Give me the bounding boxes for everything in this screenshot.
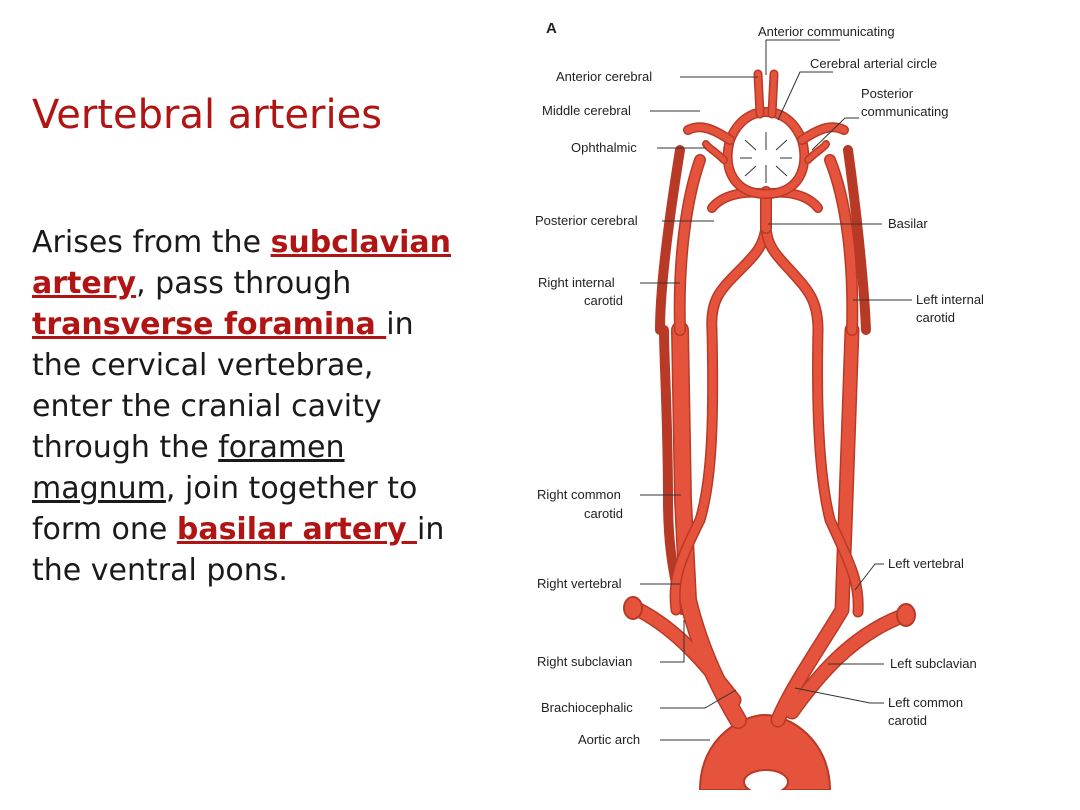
aortic-arch (698, 713, 832, 790)
label-brachiocephalic: Brachiocephalic (541, 700, 633, 715)
label-right-common-carotid-2: carotid (584, 506, 623, 521)
leader-lines (640, 39, 912, 741)
basilar-artery-link[interactable]: basilar artery (176, 512, 417, 547)
label-left-common-carotid-2: carotid (888, 713, 927, 728)
label-posterior-communicating-1: Posterior (861, 86, 914, 101)
label-left-vertebral: Left vertebral (888, 556, 964, 571)
label-right-internal-carotid-2: carotid (584, 293, 623, 308)
body-text-part: , join together to form one (32, 471, 418, 547)
label-right-vertebral: Right vertebral (537, 576, 622, 591)
slide-body-text: Arises from the subclavian artery, pass … (32, 222, 452, 591)
label-right-common-carotid-1: Right common (537, 487, 621, 502)
artery-paths (623, 69, 916, 729)
label-anterior-cerebral: Anterior cerebral (556, 69, 652, 84)
body-text-part: Arises from the (32, 225, 271, 260)
label-cerebral-arterial-circle: Cerebral arterial circle (810, 56, 937, 71)
slide-title: Vertebral arteries (32, 92, 383, 138)
label-left-internal-carotid-1: Left internal (916, 292, 984, 307)
body-text-part: , pass through (136, 266, 352, 301)
label-middle-cerebral: Middle cerebral (542, 103, 631, 118)
label-left-subclavian: Left subclavian (890, 656, 977, 671)
label-anterior-communicating: Anterior communicating (758, 24, 895, 39)
label-ophthalmic: Ophthalmic (571, 140, 637, 155)
subclavian-artery-link[interactable]: subclavian artery (32, 225, 452, 301)
body-text-part: in the ventral pons. (32, 512, 445, 588)
panel-letter: A (546, 20, 557, 37)
label-posterior-communicating-2: communicating (861, 104, 948, 119)
label-left-internal-carotid-2: carotid (916, 310, 955, 325)
label-right-internal-carotid-1: Right internal (538, 275, 615, 290)
aortic-arch-lumen (743, 769, 789, 790)
label-aortic-arch: Aortic arch (578, 732, 640, 747)
label-posterior-cerebral: Posterior cerebral (535, 213, 638, 228)
label-left-common-carotid-1: Left common (888, 695, 963, 710)
label-right-subclavian: Right subclavian (537, 654, 632, 669)
transverse-foramina-link[interactable]: transverse foramina (32, 307, 387, 342)
label-basilar: Basilar (888, 216, 928, 231)
flow-arrows (740, 132, 792, 183)
body-text-part: in the cervical vertebrae, enter the cra… (32, 307, 414, 465)
diagram-labels: Anterior communicating Cerebral arterial… (535, 24, 984, 747)
foramen-magnum-link[interactable]: foramen magnum (32, 430, 345, 506)
arterial-diagram: A Anterior communicating Cerebral arteri… (535, 20, 984, 790)
